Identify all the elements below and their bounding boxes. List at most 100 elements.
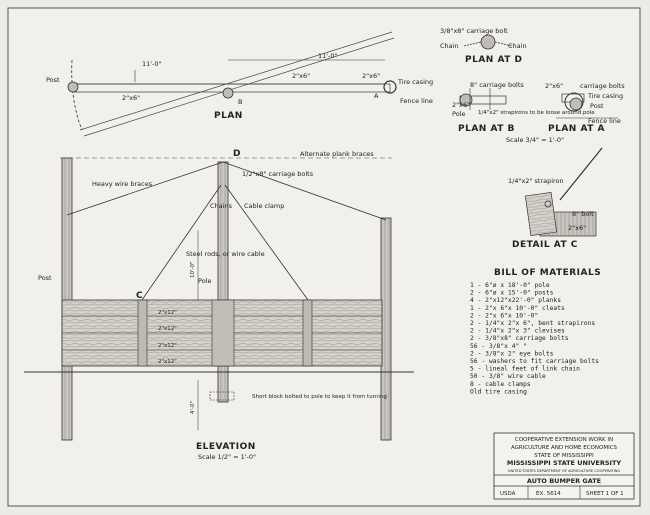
detail-c-size-label: 2"x6" — [568, 224, 586, 232]
plan-b-pole-icon — [459, 93, 473, 107]
chains-label: Chains — [210, 202, 233, 210]
detail-c-bolt-icon — [544, 200, 552, 208]
plan-d-title: PLAN AT D — [465, 55, 522, 65]
plan-b-bolts-label: 8" carriage bolts — [470, 81, 524, 89]
title-block-line2: AGRICULTURE AND HOME ECONOMICS — [511, 445, 618, 451]
bill-item: 2 - 6"ø x 15'-0" posts — [470, 290, 554, 297]
bill-item: 1 - 6"ø x 18'-0" pole — [470, 282, 550, 289]
alt-braces-label: Alternate plank braces — [300, 150, 374, 158]
plan-tire-label: Tire casing — [397, 78, 433, 86]
steel-rod-right — [224, 184, 309, 301]
bill-item: 56 - washers to fit carriage bolts — [470, 358, 599, 365]
plan-view: 11'-0" 11'-0" Post 2"x6" 2"x6" 2"x6" B A… — [46, 31, 433, 137]
title-block-line4: MISSISSIPPI STATE UNIVERSITY — [507, 459, 621, 467]
plan-2x6-right-label: 2"x6" — [362, 72, 380, 80]
plan-a-post-icon — [569, 97, 583, 111]
title-cell-sheet: SHEET 1 OF 1 — [586, 491, 624, 497]
plan-pole-icon — [222, 87, 234, 99]
bill-title: BILL OF MATERIALS — [494, 268, 601, 278]
elevation-scale: Scale 1/2" = 1'-0" — [198, 453, 256, 461]
plan-a-post-label: Post — [590, 102, 604, 110]
plan-at-d: 3/8"x8" carriage bolt Chain Chain PLAN A… — [440, 27, 527, 65]
sheet-border — [7, 7, 641, 507]
elevation-title: ELEVATION — [196, 442, 256, 452]
cleat-left — [137, 299, 148, 367]
plan-label-a: A — [374, 92, 379, 100]
plan-b-title: PLAN AT B — [458, 124, 515, 134]
plan-fence-label: Fence line — [400, 97, 433, 105]
bill-item: 2 - 2"x 6"x 10'-0" — [470, 312, 538, 319]
bill-item: 50 - 3/8" wire cable — [470, 373, 546, 380]
drawing-title: AUTO BUMPER GATE — [527, 477, 601, 485]
plan-title: PLAN — [214, 111, 243, 121]
elevation-view: D C Alternate plank braces 1/2"x8" carri… — [24, 149, 414, 461]
detail-c-title: DETAIL AT C — [512, 240, 578, 250]
plan-dim-left: 11'-0" — [142, 60, 162, 68]
bill-item: 1 - 2"x 6"x 10'-0" cleats — [470, 305, 565, 312]
bottom-dimension: 4'-0" — [190, 401, 196, 414]
plan-at-a: 2"x6" carriage bolts Tire casing Post Fe… — [545, 82, 625, 134]
plan-b-straps-label: 1/4"x2" strapirons to be loose around po… — [478, 110, 595, 116]
block-note: Short block bolted to pole to keep it fr… — [252, 394, 387, 400]
plan-a-fence-label: Fence line — [588, 117, 621, 125]
elevation-post-right — [380, 217, 392, 441]
title-block-line5: UNITED STATES DEPARTMENT OF AGRICULTURE … — [508, 469, 621, 473]
detail-at-c: 1/4"x2" strapiron 8" bolt 2"x6" DETAIL A… — [508, 147, 603, 250]
title-cell-ex: EX. 5614 — [536, 491, 561, 497]
bill-of-materials: BILL OF MATERIALS 1 - 6"ø x 18'-0" pole … — [470, 268, 601, 395]
plank-label-1: 2"x12" — [158, 310, 177, 316]
title-block-line1: COOPERATIVE EXTENSION WORK IN — [515, 437, 613, 443]
title-block: COOPERATIVE EXTENSION WORK IN AGRICULTUR… — [493, 432, 635, 500]
tire-casing-icon — [383, 80, 397, 94]
steel-rod-left — [141, 184, 222, 301]
wire-braces-label: Heavy wire braces — [92, 180, 153, 188]
elevation-label-c: C — [136, 291, 143, 301]
elevation-pole-label: Pole — [198, 277, 211, 285]
plank-label-4: 2"x12" — [158, 359, 177, 365]
steel-rods-label: Steel rods, or wire cable — [186, 250, 265, 258]
plan-dim-right: 11'-0" — [318, 52, 338, 60]
pole-dimension: 10'-0" — [190, 261, 196, 278]
plan-post-label: Post — [46, 76, 60, 84]
short-block — [209, 391, 235, 401]
detail-c-bolt-label: 8" bolt — [572, 210, 594, 218]
plan-2x6-mid-label: 2"x6" — [292, 72, 310, 80]
title-block-line3: STATE OF MISSISSIPPI — [534, 453, 594, 459]
bill-item: 8 - cable clamps — [470, 381, 531, 388]
plan-d-chain-left: Chain — [440, 42, 459, 50]
bill-item: 56 - 3/8"x 4" " — [470, 343, 527, 350]
plan-a-tire-icon — [564, 92, 584, 112]
bill-item: 5 - lineal feet of link chain — [470, 366, 580, 373]
bill-item: Old tire casing — [470, 388, 527, 395]
carriage-bolts-label: 1/2"x8" carriage bolts — [242, 170, 314, 178]
wire-brace-left — [66, 161, 224, 216]
plank-label-3: 2"x12" — [158, 343, 177, 349]
cleat-right — [302, 299, 313, 367]
plan-d-pole-icon — [480, 34, 496, 50]
plan-a-title: PLAN AT A — [548, 124, 605, 134]
elevation-post-left — [61, 157, 73, 441]
title-cell-usda: USDA — [500, 491, 516, 497]
wire-brace-right — [222, 161, 387, 221]
plan-d-chain-right: Chain — [508, 42, 527, 50]
cable-clamp-label: Cable clamp — [244, 202, 284, 210]
plan-gate-open — [79, 31, 393, 131]
bill-item: 4 - 2"x12"x22'-0" planks — [470, 297, 561, 304]
plan-a-size-label: 2"x6" — [545, 82, 563, 90]
bill-item: 2 - 1/4"x 2"x 3" clevises — [470, 328, 565, 335]
bill-item: 2 - 3/8"x 2" eye bolts — [470, 350, 554, 357]
plan-label-b: B — [238, 98, 242, 106]
plan-at-b: 8" carriage bolts 2"x6" Pole 1/4"x2" str… — [452, 81, 595, 134]
elevation-post-label: Post — [38, 274, 52, 282]
plank-label-2: 2"x12" — [158, 326, 177, 332]
plan-b-size-label: 2"x6" — [452, 101, 470, 109]
plan-post-icon — [67, 81, 79, 93]
plan-a-tire-label: Tire casing — [587, 92, 623, 100]
cleat-center — [211, 299, 235, 367]
plan-d-bolt-label: 3/8"x8" carriage bolt — [440, 27, 508, 35]
detail-c-strap-label: 1/4"x2" strapiron — [508, 177, 564, 185]
bill-item: 2 - 1/4"x 2"x 6", bent strapirons — [470, 320, 595, 327]
plan-a-bolts-label: carriage bolts — [580, 82, 625, 90]
elevation-label-d: D — [233, 149, 241, 159]
